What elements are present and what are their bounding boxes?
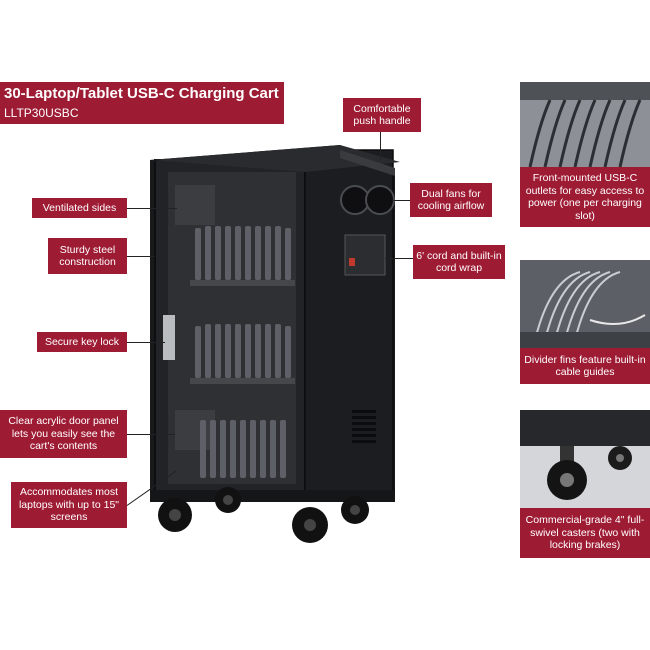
leader-steel [127,256,155,257]
casters-image [520,410,650,508]
cart-base [150,490,395,502]
callout-casters: Commercial-grade 4" full-swivel casters … [520,508,650,558]
photo-casters [520,410,650,508]
product-title: 30-Laptop/Tablet USB-C Charging Cart [4,85,279,102]
callout-ventilated-sides: Ventilated sides [32,198,127,218]
leader-door [127,434,175,435]
leader-lock [127,342,165,343]
push-handle-icon [340,150,395,176]
callout-divider-fins: Divider fins feature built-in cable guid… [520,348,650,384]
caster-icon [158,487,369,543]
callout-sturdy-steel: Sturdy steel construction [48,238,127,274]
power-switch-icon [349,258,355,266]
cabinet-vent-icon [352,410,376,443]
divider-fins-image [520,260,650,348]
leader-fans [392,200,410,201]
title-banner: 30-Laptop/Tablet USB-C Charging Cart LLT… [0,82,284,124]
callout-cord: 6' cord and built-in cord wrap [413,245,505,279]
leader-handle [380,132,381,160]
usb-outlets-image [520,82,650,167]
callout-laptops: Accommodates most laptops with up to 15"… [11,482,127,528]
callout-key-lock: Secure key lock [37,332,127,352]
photo-usb-outlets [520,82,650,167]
callout-push-handle: Comfortable push handle [343,98,421,132]
product-sku: LLTP30USBC [4,106,79,120]
cart-top [150,145,400,172]
ventilated-sides-icon [175,185,215,450]
key-lock-icon [163,315,175,360]
leader-ventilated [127,208,177,209]
callout-dual-fans: Dual fans for cooling airflow [410,183,492,217]
cord-wrap-icon [344,234,386,276]
shelf-top [190,226,295,286]
shelf-middle [190,324,295,384]
callout-usb-outlets: Front-mounted USB-C outlets for easy acc… [520,167,650,227]
shelf-bottom [200,420,286,478]
leader-cord [385,258,413,259]
callout-acrylic-door: Clear acrylic door panel lets you easily… [0,410,127,458]
photo-divider-fins [520,260,650,348]
